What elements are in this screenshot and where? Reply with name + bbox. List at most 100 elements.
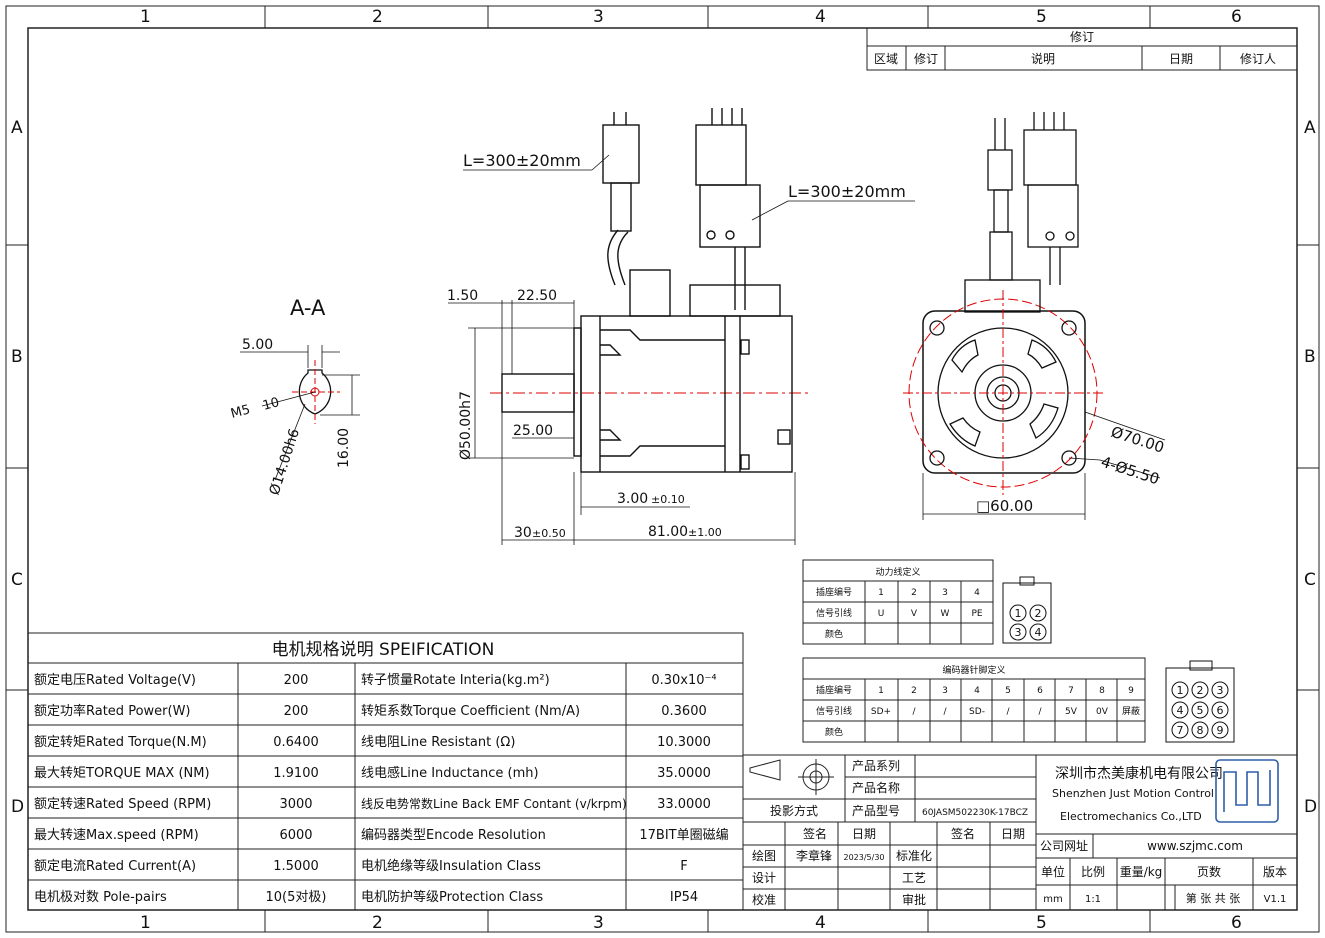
tb-website: www.szjmc.com bbox=[1147, 839, 1243, 853]
spec-value-right: 17BIT单圈磁编 bbox=[639, 828, 728, 843]
col-label-bottom-3: 3 bbox=[593, 913, 604, 933]
encoder-cell: 信号引线 bbox=[816, 705, 852, 717]
pin-label: 2 bbox=[1197, 684, 1204, 697]
col-label-bottom-6: 6 bbox=[1231, 913, 1242, 933]
tb-date2: 日期 bbox=[1001, 827, 1025, 841]
power-table-title: 动力线定义 bbox=[875, 566, 920, 578]
dim-25-00: 25.00 bbox=[513, 423, 553, 439]
row-label-right-D: D bbox=[1304, 797, 1317, 817]
power-cell: 信号引线 bbox=[816, 607, 852, 619]
tb-process: 工艺 bbox=[902, 871, 926, 885]
revision-header-zone: 区域 bbox=[874, 52, 898, 66]
row-label-left-A: A bbox=[11, 118, 23, 138]
encoder-cell: 屏蔽 bbox=[1122, 705, 1140, 717]
dim-thread-depth: 10 bbox=[261, 395, 281, 414]
spec-label-left: 电机极对数 Pole-pairs bbox=[34, 890, 167, 905]
spec-label-right: 编码器类型Encode Resolution bbox=[361, 828, 546, 843]
dim-3-00-tol: ±0.10 bbox=[651, 493, 685, 506]
power-cell: 3 bbox=[942, 588, 948, 598]
pin-label: 4 bbox=[1035, 626, 1042, 639]
pin-label: 5 bbox=[1197, 704, 1204, 717]
encoder-cell: 9 bbox=[1128, 686, 1134, 696]
dim-pcd: Ø70.00 bbox=[1109, 423, 1167, 457]
revision-block bbox=[866, 27, 1298, 71]
dim-square: □60.00 bbox=[976, 497, 1033, 515]
spec-value-left: 6000 bbox=[279, 828, 312, 843]
tb-pages: 第 张 共 张 bbox=[1186, 891, 1241, 905]
power-cell: V bbox=[911, 609, 918, 619]
connector-9pin bbox=[1165, 660, 1235, 743]
dim-81-tol: ±1.00 bbox=[688, 526, 722, 539]
dim-30: 30 bbox=[514, 525, 532, 541]
spec-value-left: 0.6400 bbox=[273, 735, 319, 750]
spec-label-left: 额定转矩Rated Torque(N.M) bbox=[34, 735, 207, 750]
row-label-right-A: A bbox=[1304, 118, 1316, 138]
pin-label: 2 bbox=[1035, 607, 1042, 620]
spec-label-left: 额定电流Rated Current(A) bbox=[34, 859, 196, 874]
encoder-cell: 6 bbox=[1037, 686, 1043, 696]
power-table bbox=[802, 559, 994, 645]
tb-weight-label: 重量/kg bbox=[1120, 865, 1163, 879]
dim-1-50: 1.50 bbox=[447, 288, 478, 304]
power-cell: W bbox=[941, 609, 950, 619]
revision-header-date: 日期 bbox=[1169, 52, 1193, 66]
spec-value-right: 0.30x10⁻⁴ bbox=[651, 673, 716, 688]
spec-label-left: 额定转速Rated Speed (RPM) bbox=[34, 797, 211, 812]
power-cell: 颜色 bbox=[825, 628, 843, 640]
spec-label-left: 额定电压Rated Voltage(V) bbox=[34, 673, 196, 688]
tb-scale-label: 比例 bbox=[1081, 865, 1105, 879]
encoder-cell: 0V bbox=[1096, 707, 1109, 717]
cable-length-right: L=300±20mm bbox=[788, 182, 906, 201]
tb-draw-date: 2023/5/30 bbox=[843, 853, 884, 862]
dim-pilot-dia: Ø50.00h7 bbox=[458, 391, 474, 460]
company-name-en-1: Shenzhen Just Motion Control bbox=[1052, 787, 1214, 800]
dim-key-height: 16.00 bbox=[336, 428, 352, 468]
spec-label-right: 线电阻Line Resistant (Ω) bbox=[361, 735, 515, 750]
tb-sign: 签名 bbox=[803, 826, 827, 841]
spec-label-right: 线反电势常数Line Back EMF Contant (v/krpm) bbox=[361, 796, 627, 811]
encoder-table bbox=[802, 657, 1146, 743]
spec-value-right: 33.0000 bbox=[657, 797, 711, 812]
company-name-en-2: Electromechanics Co.,LTD bbox=[1060, 810, 1202, 823]
col-label-bottom-4: 4 bbox=[815, 913, 826, 933]
row-label-left-B: B bbox=[11, 347, 23, 367]
encoder-table-title: 编码器针脚定义 bbox=[942, 664, 1005, 676]
encoder-cell: SD- bbox=[969, 707, 985, 717]
revision-header-rev: 修订 bbox=[914, 51, 938, 66]
title-block bbox=[742, 754, 1298, 911]
col-label-top-1: 1 bbox=[140, 7, 151, 27]
encoder-cell: / bbox=[1006, 707, 1010, 717]
col-label-top-4: 4 bbox=[815, 7, 826, 27]
dim-shaft-dia: Ø14.00h6 bbox=[267, 427, 304, 498]
power-cell: 2 bbox=[911, 588, 917, 598]
spec-value-right: 10.3000 bbox=[657, 735, 711, 750]
spec-label-right: 转矩系数Torque Coefficient (Nm/A) bbox=[361, 704, 580, 719]
spec-label-right: 线电感Line Inductance (mh) bbox=[361, 765, 539, 781]
encoder-cell: 3 bbox=[942, 686, 948, 696]
spec-value-right: IP54 bbox=[670, 890, 698, 905]
dim-81: 81.00 bbox=[648, 524, 688, 540]
tb-date: 日期 bbox=[852, 827, 876, 841]
col-label-bottom-1: 1 bbox=[140, 913, 151, 933]
encoder-cell: / bbox=[943, 707, 947, 717]
tb-version: V1.1 bbox=[1264, 894, 1287, 905]
spec-value-right: 35.0000 bbox=[657, 766, 711, 781]
section-view: A-A 5.00 M5 10 Ø14.00h6 16.00 bbox=[229, 296, 360, 497]
company-logo bbox=[1215, 759, 1279, 823]
dim-holes: 4-Ø5.50 bbox=[1099, 453, 1162, 489]
row-label-right-C: C bbox=[1304, 570, 1316, 590]
row-label-left-D: D bbox=[11, 797, 24, 817]
encoder-cell: SD+ bbox=[871, 707, 891, 717]
revision-header-reviser: 修订人 bbox=[1240, 51, 1276, 66]
spec-table bbox=[27, 632, 744, 911]
spec-value-left: 1.5000 bbox=[273, 859, 319, 874]
tb-approve: 审批 bbox=[902, 892, 926, 907]
spec-label-left: 最大转矩TORQUE MAX (NM) bbox=[34, 766, 210, 781]
encoder-cell: 4 bbox=[974, 686, 980, 696]
tb-product-model: 产品型号 bbox=[852, 804, 900, 818]
dim-thread: M5 bbox=[229, 402, 252, 422]
col-label-bottom-2: 2 bbox=[372, 913, 383, 933]
tb-draw: 绘图 bbox=[752, 848, 776, 863]
company-name-cn: 深圳市杰美康机电有限公司 bbox=[1055, 765, 1223, 782]
